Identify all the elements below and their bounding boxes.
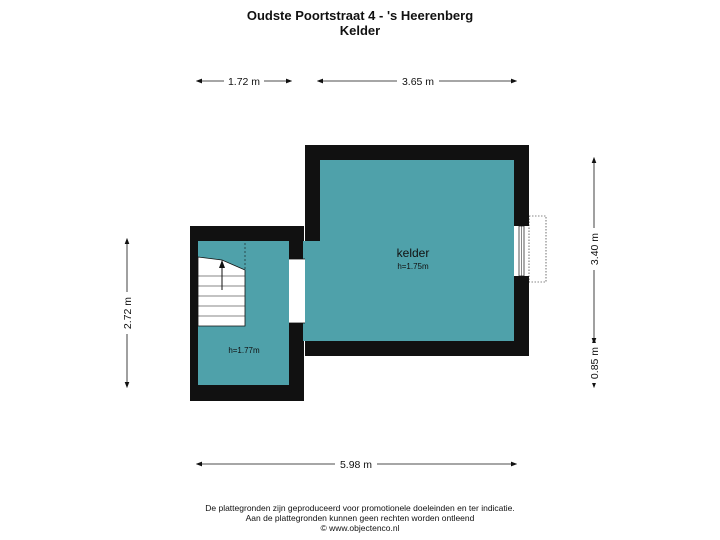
main-room-name: kelder bbox=[397, 246, 430, 260]
stair-steps bbox=[197, 256, 246, 327]
main-room-floor-extension bbox=[303, 241, 321, 341]
floor-title: Kelder bbox=[339, 23, 381, 38]
staircase bbox=[197, 243, 246, 327]
dimension-right-upper: 3.40 m bbox=[588, 156, 601, 345]
dimension-bottom: 5.98 m bbox=[195, 458, 518, 471]
svg-text:2.72 m: 2.72 m bbox=[122, 297, 134, 329]
doorway-opening bbox=[289, 259, 305, 323]
address-title: Oudste Poortstraat 4 - 's Heerenberg bbox=[246, 8, 474, 23]
dimension-top-right: 3.65 m bbox=[316, 75, 518, 88]
main-room-height: h=1.75m bbox=[397, 262, 429, 271]
dimension-right-lower: 0.85 m bbox=[588, 337, 601, 389]
dimension-top-left: 1.72 m bbox=[195, 75, 293, 88]
dimension-left: 2.72 m bbox=[121, 237, 134, 389]
footer-disclaimer-2: Aan de plattegronden kunnen geen rechten… bbox=[245, 513, 475, 523]
svg-text:0.85 m: 0.85 m bbox=[589, 347, 601, 379]
floors bbox=[198, 160, 514, 385]
stair-room-height: h=1.77m bbox=[228, 346, 260, 355]
main-room-floor bbox=[320, 160, 514, 341]
svg-text:3.65 m: 3.65 m bbox=[402, 76, 434, 88]
footer-disclaimer-1: De plattegronden zijn geproduceerd voor … bbox=[205, 503, 515, 513]
footer-copyright: © www.objectenco.nl bbox=[320, 523, 400, 533]
window bbox=[514, 215, 547, 283]
svg-text:5.98 m: 5.98 m bbox=[340, 459, 372, 471]
window-sill-dotted bbox=[528, 215, 547, 283]
svg-text:1.72 m: 1.72 m bbox=[228, 76, 260, 88]
svg-text:3.40 m: 3.40 m bbox=[589, 233, 601, 265]
